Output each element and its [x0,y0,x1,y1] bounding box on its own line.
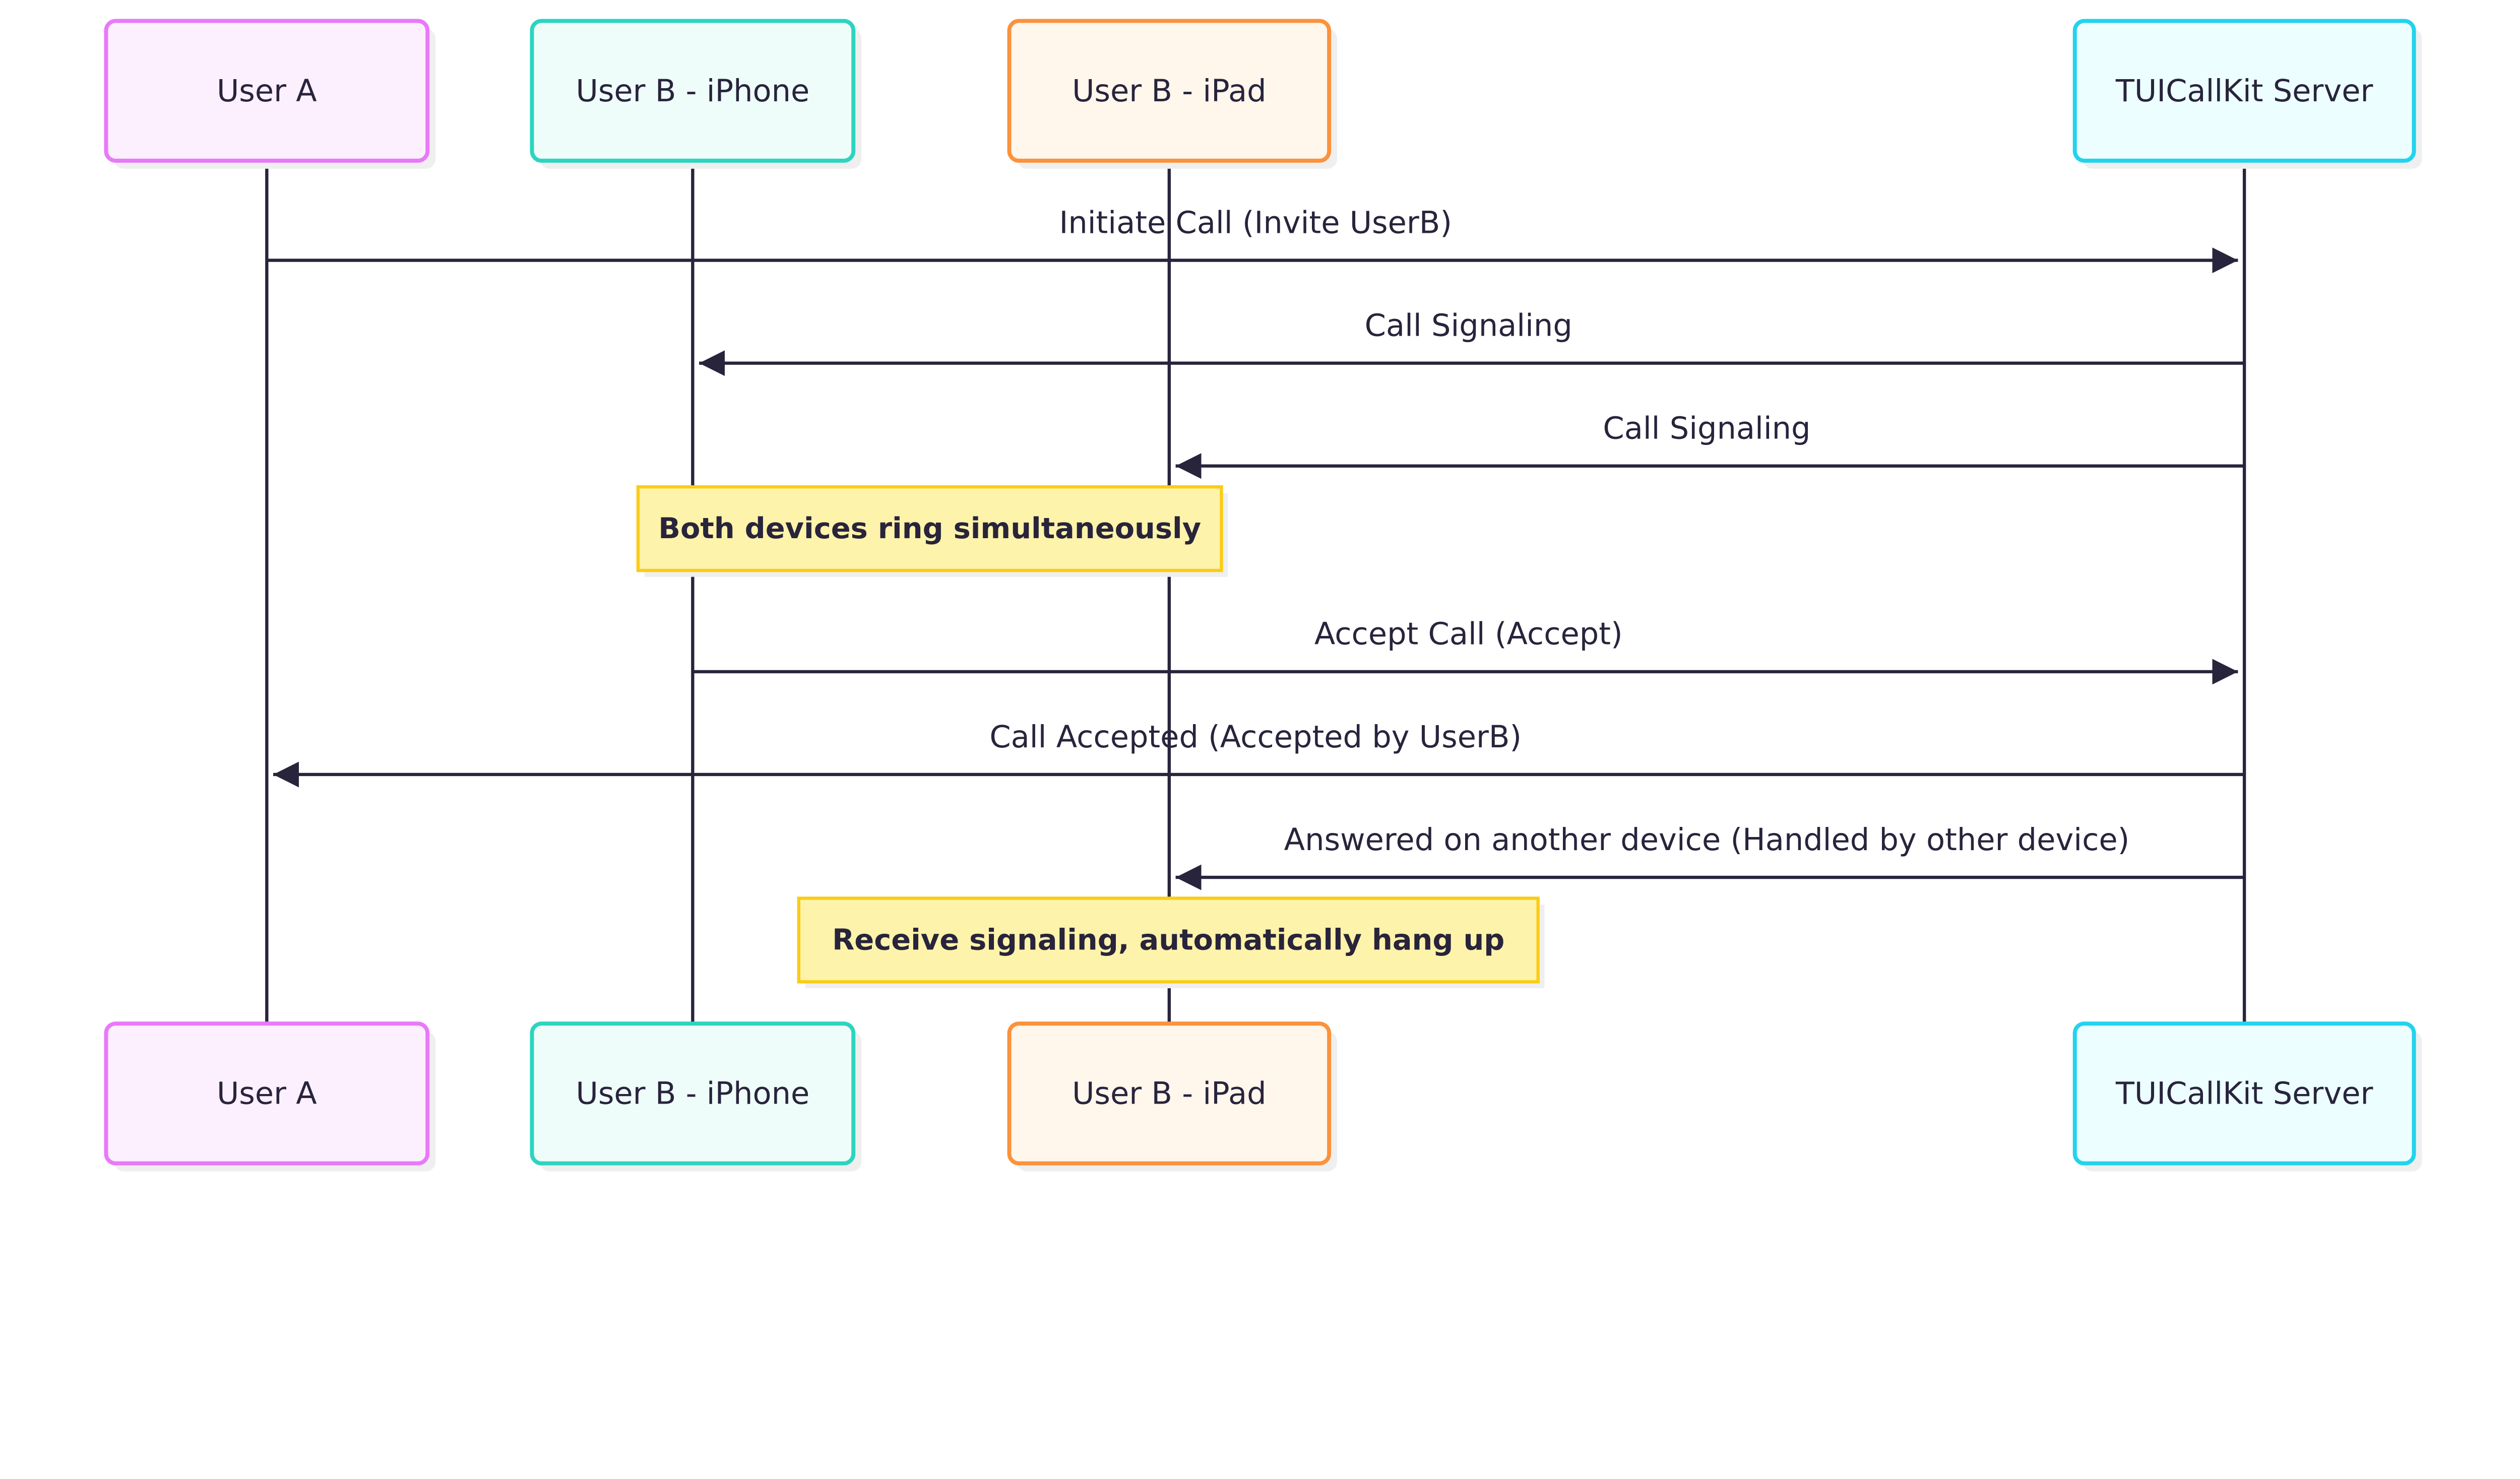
participant-box [1007,1021,1332,1166]
participant-box [530,1021,856,1166]
participant-label: TUICallKit Server [2115,74,2373,109]
participant-bottom-2: User B - iPad [1007,1021,1338,1172]
message-label: Answered on another device (Handled by o… [1284,822,2130,858]
note-text: Receive signaling, automatically hang up [832,923,1504,957]
note-box [797,896,1540,984]
participant-box [2072,1021,2416,1166]
participant-top-3: TUICallKit Server [2072,19,2422,169]
message-label: Accept Call (Accept) [1314,617,1623,652]
message-4: Accept Call (Accept) [692,617,2238,685]
note-box [636,485,1223,572]
participant-label: User B - iPhone [576,74,809,109]
participant-box [104,19,430,163]
participant-label: TUICallKit Server [2115,1076,2373,1112]
note-text: Both devices ring simultaneously [658,511,1201,545]
message-5: Call Accepted (Accepted by UserB) [273,720,2245,788]
note-7: Receive signaling, automatically hang up [797,896,1545,989]
message-0: Initiate Call (Invite UserB) [267,205,2238,274]
note-3: Both devices ring simultaneously [636,485,1228,577]
participant-box [530,19,856,163]
participant-label: User A [217,74,317,109]
message-2: Call Signaling [1175,411,2245,479]
message-label: Call Signaling [1365,308,1572,343]
participant-top-2: User B - iPad [1007,19,1338,169]
participant-top-1: User B - iPhone [530,19,862,169]
message-label: Call Accepted (Accepted by UserB) [989,720,1522,755]
participant-top-0: User A [104,19,436,169]
message-label: Initiate Call (Invite UserB) [1059,205,1452,240]
participant-label: User B - iPhone [576,1076,809,1112]
message-label: Call Signaling [1603,411,1810,446]
participant-bottom-1: User B - iPhone [530,1021,862,1172]
participant-label: User B - iPad [1072,1076,1266,1112]
message-1: Call Signaling [699,308,2245,376]
participant-label: User B - iPad [1072,74,1266,109]
participant-box [104,1021,430,1166]
participant-label: User A [217,1076,317,1112]
participant-box [1007,19,1332,163]
participant-box [2072,19,2416,163]
participant-bottom-3: TUICallKit Server [2072,1021,2422,1172]
message-6: Answered on another device (Handled by o… [1175,822,2245,890]
participant-bottom-0: User A [104,1021,436,1172]
